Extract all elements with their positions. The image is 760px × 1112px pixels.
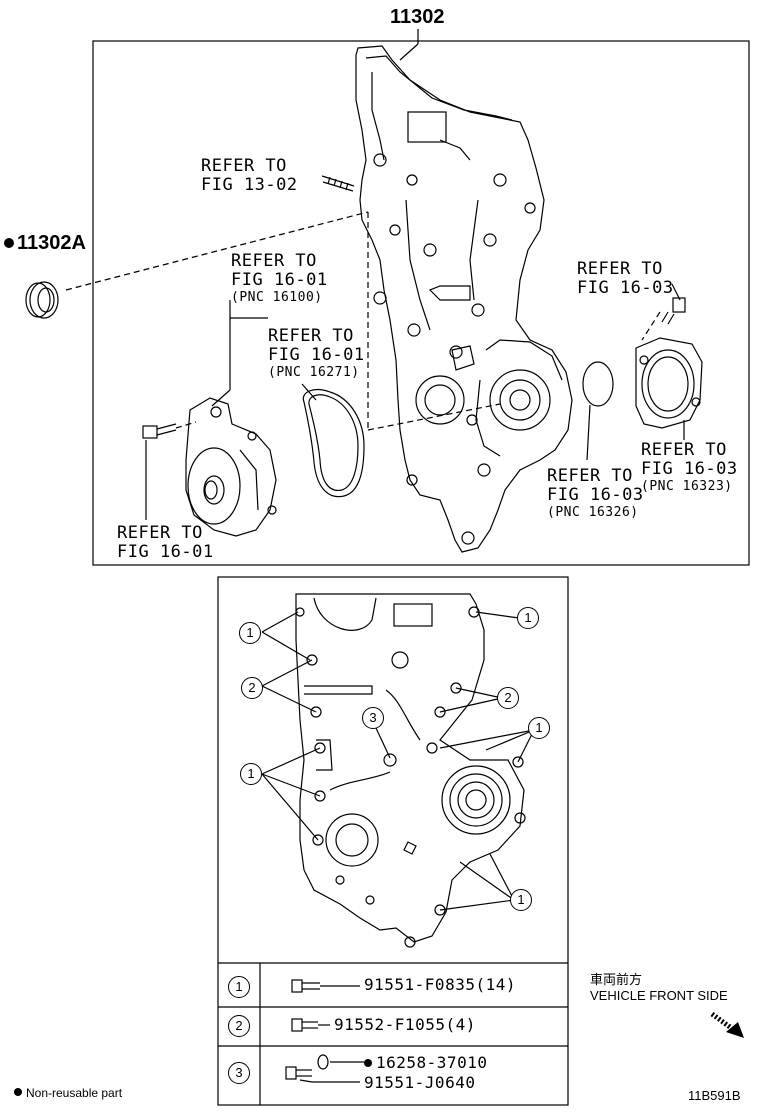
filter-bracket [635,337,703,429]
bracket-bolt [661,297,686,325]
oil-seal [25,281,59,319]
callout-1: 1 [517,607,539,629]
callout-3: 3 [362,707,384,729]
refer-line: REFER TO [577,259,663,279]
non-reusable-marker [364,1059,372,1067]
stud-bolt-13-02 [321,175,355,192]
table-part-3a-text: 16258-37010 [376,1053,488,1072]
refer-line: REFER TO [231,251,317,271]
non-reusable-marker [4,238,14,248]
table-index-3: 3 [228,1062,250,1084]
refer-fig: FIG 16-01 [231,270,328,290]
lower-frame [217,576,569,1106]
upper-frame [92,40,750,566]
refer-line: REFER TO [641,440,727,460]
callout-1: 1 [528,717,550,739]
legend-non-reusable: Non-reusable part [14,1086,122,1100]
o-ring [582,361,614,407]
refer-pnc: (PNC 16326) [547,505,639,520]
table-bolt-icons [285,979,364,1083]
water-pump-bolt [142,423,177,439]
legend-dot [14,1088,22,1096]
refer-fig: FIG 16-01 [117,542,214,562]
seal-part-number: 11302A [17,232,86,254]
callout-leaders [261,611,535,911]
water-pump [185,397,277,537]
callout-1: 1 [239,622,261,644]
vehicle-front-en: VEHICLE FRONT SIDE [590,988,728,1003]
front-arrow-head [726,1022,744,1038]
pump-gasket [302,389,365,498]
refer-fig: FIG 16-03 [641,459,738,479]
refer-line: REFER TO [201,156,287,176]
refer-fig: FIG 16-03 [547,485,644,505]
refer-fig: FIG 13-02 [201,175,298,195]
dashed-leaders [65,211,661,431]
vehicle-front-jp: 車両前方 [590,972,643,987]
timing-cover-upper [355,45,573,553]
refer-line: REFER TO [268,326,354,346]
refer-line: REFER TO [117,523,203,543]
table-part-2: 91552-F1055(4) [334,1015,476,1034]
callout-1: 1 [240,763,262,785]
table-index-1: 1 [228,976,250,998]
table-part-3b: 91551-J0640 [364,1073,476,1092]
callout-2: 2 [241,677,263,699]
callout-2: 2 [497,687,519,709]
table-part-1: 91551-F0835(14) [364,975,516,994]
figure-code: 11B591B [688,1088,741,1103]
refer-fig: FIG 16-01 [268,345,365,365]
legend-text: Non-reusable part [26,1086,123,1100]
table-part-3a: 16258-37010 [364,1053,487,1072]
refer-pnc: (PNC 16323) [641,479,733,494]
refer-pnc: (PNC 16100) [231,290,323,305]
table-index-2: 2 [228,1015,250,1037]
front-arrow [710,1011,736,1033]
refer-line: REFER TO [547,466,633,486]
refer-fig: FIG 16-03 [577,278,674,298]
timing-cover-lower [295,593,526,948]
callout-1: 1 [510,889,532,911]
part-number-11302: 11302 [390,6,445,28]
refer-pnc: (PNC 16271) [268,365,360,380]
part-number-11302A: 11302A [4,232,86,255]
